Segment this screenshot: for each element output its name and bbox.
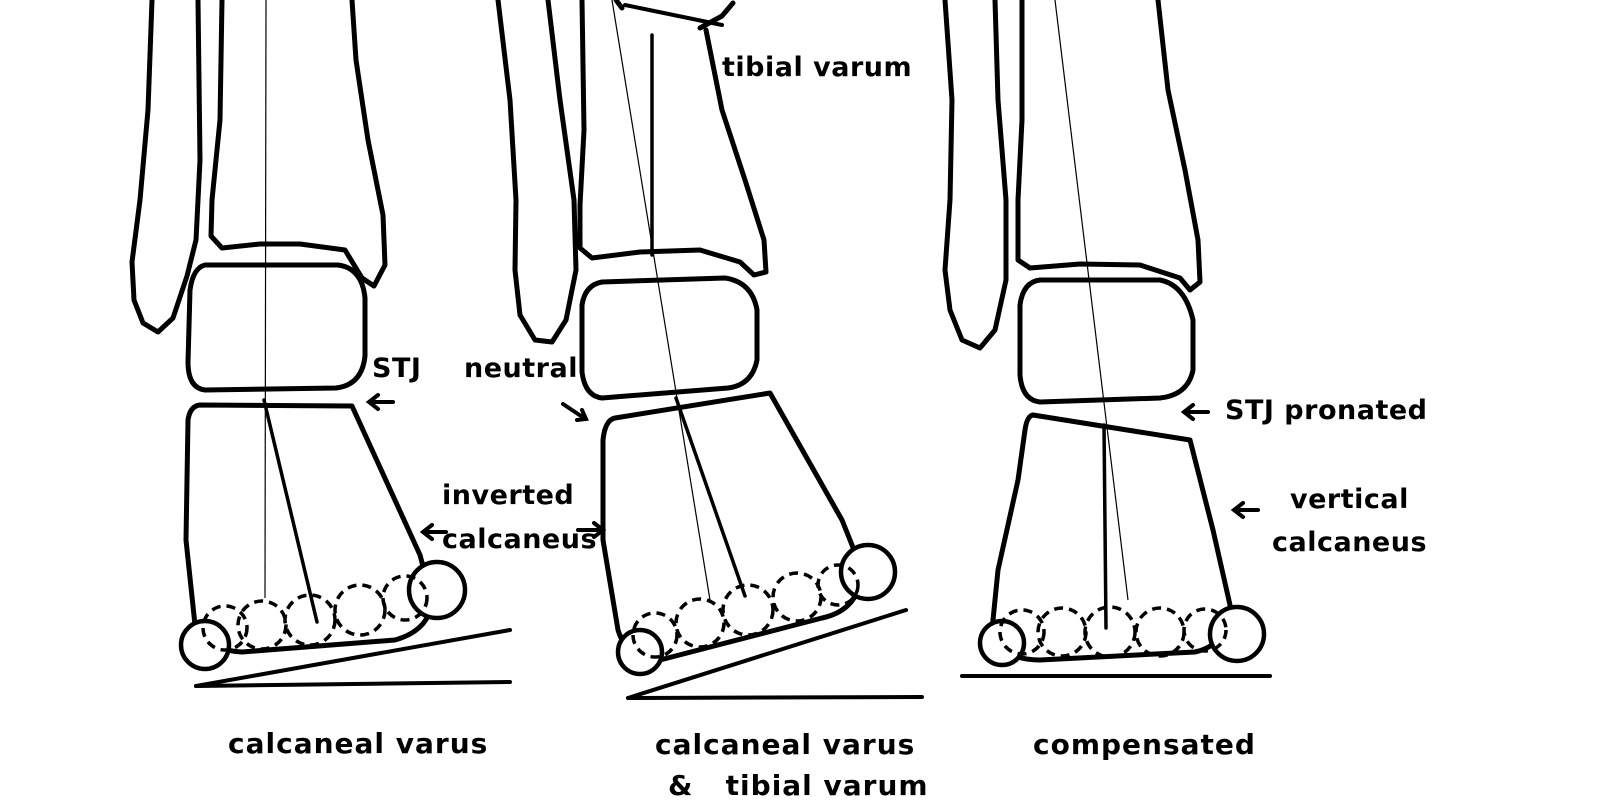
caption-calcaneal-varus: calcaneal varus xyxy=(228,727,489,760)
dashed-circle xyxy=(998,608,1046,656)
dashed-circle xyxy=(236,599,288,651)
figure-calcaneal-tibial-varum xyxy=(495,0,924,700)
label-calcaneus-right: calcaneus xyxy=(1272,527,1428,558)
label-stj-pronated: STJ pronated xyxy=(1225,395,1428,426)
tibia-left xyxy=(208,0,388,289)
leg-axis-thin-middle xyxy=(611,0,711,601)
talus-left xyxy=(185,262,368,393)
ground-horizontal-middle xyxy=(626,695,924,700)
figure-compensated xyxy=(942,0,1272,678)
caption-calcaneal-varus-tibial-line2: & tibial varum xyxy=(668,769,929,802)
talus-right xyxy=(1017,277,1196,405)
calcaneus-left xyxy=(183,402,435,655)
sesamoid xyxy=(838,542,898,602)
label-vertical: vertical xyxy=(1290,484,1409,515)
heel-axis-bold-right xyxy=(1102,423,1108,630)
ground-tilted-left xyxy=(194,628,512,688)
dashed-circle xyxy=(674,597,726,649)
dashed-circle xyxy=(1083,605,1137,659)
dashed-circle xyxy=(816,563,860,607)
caption-compensated: compensated xyxy=(1033,728,1256,761)
dashed-circle xyxy=(721,583,775,637)
tibial-varum-pointer xyxy=(623,3,724,27)
dashed-circle xyxy=(1182,607,1228,653)
fibula-right xyxy=(942,0,1009,351)
leg-axis-thin-right xyxy=(1054,0,1129,601)
figure-calcaneal-varus xyxy=(129,0,512,688)
sesamoid xyxy=(178,618,232,672)
arrow-icon xyxy=(576,521,607,539)
dashed-metatarsal-heads-middle xyxy=(631,563,860,659)
dashed-circle xyxy=(333,583,387,637)
calcaneus-middle xyxy=(600,390,865,663)
label-stj: STJ xyxy=(372,353,422,384)
label-inverted: inverted xyxy=(442,480,575,511)
arrow-icon xyxy=(419,523,448,541)
talus-middle xyxy=(579,275,760,401)
calcaneus-right xyxy=(989,412,1233,663)
arrow-icon xyxy=(561,402,589,422)
tibia-right xyxy=(1015,0,1203,293)
ground-tilted-middle xyxy=(626,608,908,700)
arrow-icon xyxy=(365,393,395,411)
heel-axis-bold-middle xyxy=(674,396,747,598)
sesamoid-chain-middle xyxy=(615,542,898,677)
sesamoid-chain-left xyxy=(178,559,468,672)
dashed-circle xyxy=(201,604,249,652)
sesamoid xyxy=(406,559,468,621)
dashed-metatarsal-heads-right xyxy=(998,605,1228,659)
caption-calcaneal-varus-tibial-line1: calcaneal varus xyxy=(655,728,916,761)
dashed-circle xyxy=(631,611,679,659)
dashed-circle xyxy=(283,593,337,647)
sesamoid xyxy=(977,618,1027,668)
label-calcaneus: calcaneus xyxy=(442,524,598,555)
ground-horizontal-left xyxy=(194,680,512,688)
heel-axis-bold-left xyxy=(262,398,319,624)
tibia-middle xyxy=(577,0,769,278)
dashed-metatarsal-heads-left xyxy=(201,574,429,652)
dashed-circle xyxy=(381,574,429,622)
leg-axis-thin-left xyxy=(264,0,267,599)
fibula-middle xyxy=(495,0,579,345)
arrow-icon xyxy=(1230,501,1260,519)
label-tibial-varum: tibial varum xyxy=(722,52,913,83)
arrow-icon xyxy=(1180,403,1210,421)
label-neutral: neutral xyxy=(464,353,578,384)
fibula-left xyxy=(129,0,203,335)
